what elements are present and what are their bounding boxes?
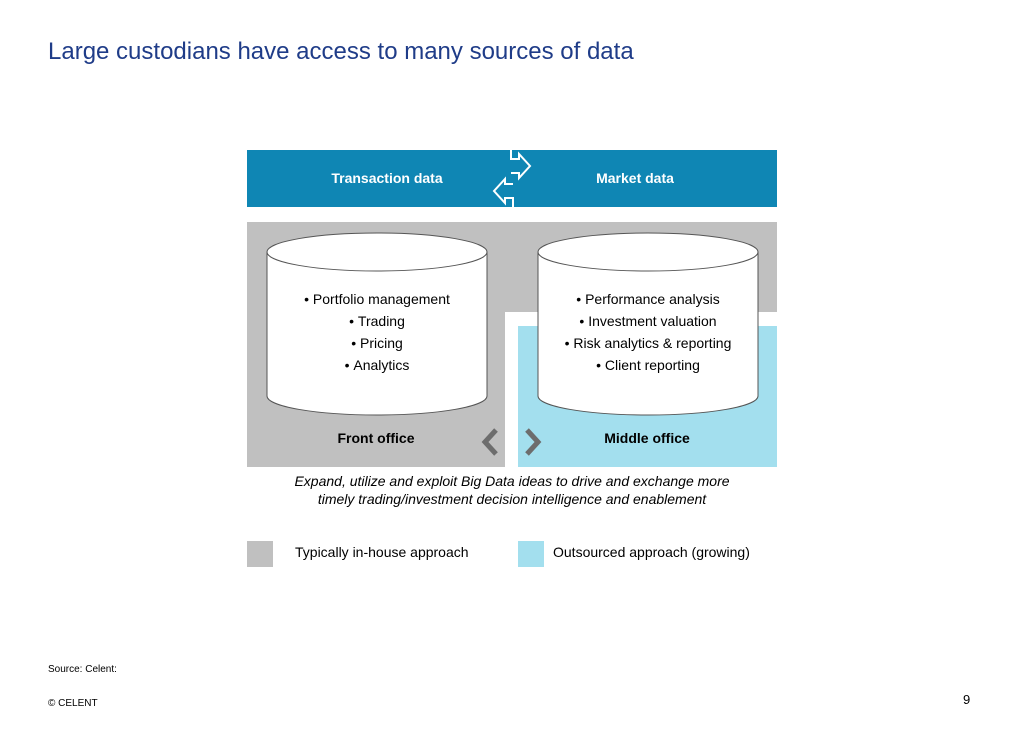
chevron-left-icon <box>481 428 498 456</box>
list-item: Risk analytics & reporting <box>538 332 758 354</box>
list-item: Trading <box>267 310 487 332</box>
list-item: Analytics <box>267 354 487 376</box>
front-office-list: Portfolio management Trading Pricing Ana… <box>267 288 487 376</box>
list-item: Portfolio management <box>267 288 487 310</box>
front-office-label: Front office <box>337 430 415 446</box>
legend-swatch-outsourced <box>518 541 544 567</box>
source-note: Source: Celent: <box>48 664 117 675</box>
legend-swatch-inhouse <box>247 541 273 567</box>
diagram-caption: Expand, utilize and exploit Big Data ide… <box>247 472 777 508</box>
list-item: Performance analysis <box>538 288 758 310</box>
page-number: 9 <box>963 692 971 707</box>
caption-line: timely trading/investment decision intel… <box>317 491 707 507</box>
copyright-note: © CELENT <box>48 698 98 709</box>
middle-office-label: Middle office <box>604 430 690 446</box>
list-item: Client reporting <box>538 354 758 376</box>
list-item: Pricing <box>267 332 487 354</box>
legend-label-inhouse: Typically in-house approach <box>295 544 469 560</box>
data-sources-bar: Transaction data Market data <box>247 150 777 207</box>
market-data-label: Market data <box>596 170 674 186</box>
transaction-data-label: Transaction data <box>331 170 443 186</box>
middle-office-list: Performance analysis Investment valuatio… <box>538 288 758 376</box>
legend-label-outsourced: Outsourced approach (growing) <box>553 544 750 560</box>
chevron-right-icon <box>525 428 542 456</box>
list-item: Investment valuation <box>538 310 758 332</box>
page-title: Large custodians have access to many sou… <box>48 38 634 65</box>
swap-arrows-icon <box>492 150 532 207</box>
caption-line: Expand, utilize and exploit Big Data ide… <box>294 473 730 489</box>
